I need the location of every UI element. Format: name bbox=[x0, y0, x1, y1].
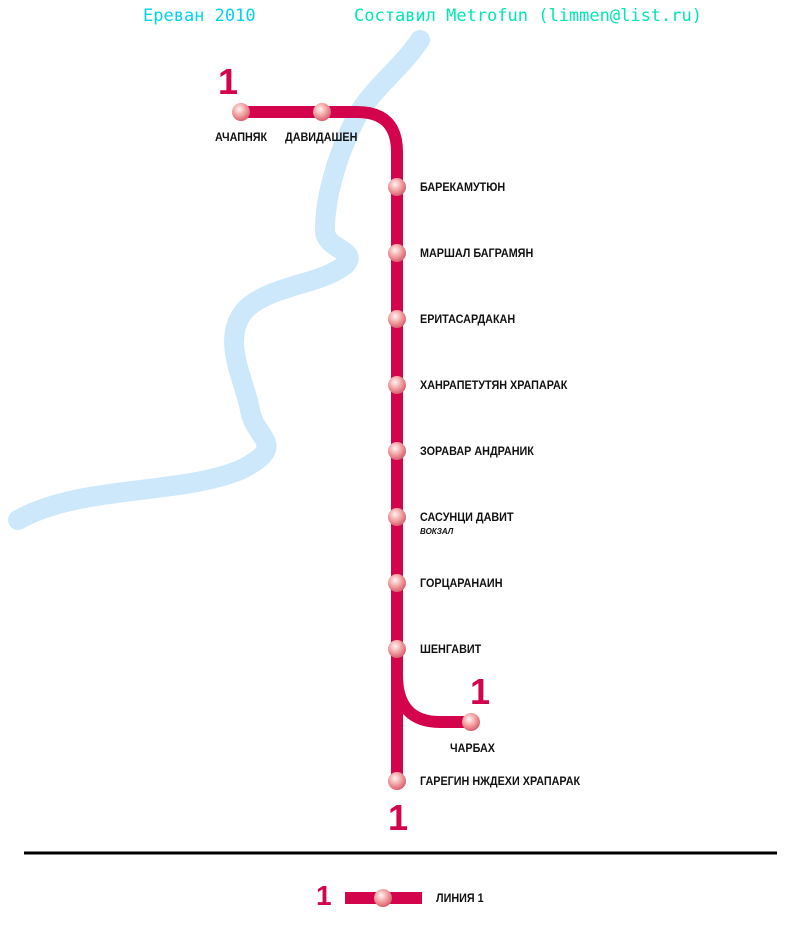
author-credit: Составил Metrofun (limmen@list.ru) bbox=[354, 6, 702, 26]
station-label[interactable]: ДАВИДАШЕН bbox=[285, 130, 358, 144]
station-label[interactable]: БАРЕКАМУТЮН bbox=[420, 180, 506, 194]
river bbox=[8, 30, 430, 530]
station-label[interactable]: ГОРЦАРАНАИН bbox=[420, 576, 503, 590]
station-label[interactable]: МАРШАЛ БАГРАМЯН bbox=[420, 246, 534, 260]
station-marker[interactable] bbox=[388, 640, 406, 658]
station-label[interactable]: ЧАРБАХ bbox=[450, 741, 495, 755]
legend-label: ЛИНИЯ 1 bbox=[436, 891, 484, 905]
station-marker[interactable] bbox=[462, 713, 480, 731]
station-marker[interactable] bbox=[388, 442, 406, 460]
station-label[interactable]: САСУНЦИ ДАВИТ bbox=[420, 510, 514, 524]
station-label[interactable]: АЧАПНЯК bbox=[215, 130, 268, 144]
station-marker[interactable] bbox=[232, 103, 250, 121]
station-marker[interactable] bbox=[388, 178, 406, 196]
station-label[interactable]: ШЕНГАВИТ bbox=[420, 642, 482, 656]
station-marker[interactable] bbox=[388, 772, 406, 790]
station-label[interactable]: ЕРИТАСАРДАКАН bbox=[420, 312, 516, 326]
legend-station-marker bbox=[374, 889, 392, 907]
line-number-terminal: 1 bbox=[388, 797, 409, 838]
legend-line-number: 1 bbox=[316, 880, 332, 911]
station-marker[interactable] bbox=[313, 103, 331, 121]
station-label[interactable]: ЗОРАВАР АНДРАНИК bbox=[420, 444, 534, 458]
station-label[interactable]: ХАНРАПЕТУТЯН ХРАПАРАК bbox=[420, 378, 568, 392]
station-marker[interactable] bbox=[388, 310, 406, 328]
station-marker[interactable] bbox=[388, 244, 406, 262]
station-marker[interactable] bbox=[388, 508, 406, 526]
line-number-terminal: 1 bbox=[470, 671, 491, 712]
station-sublabel: ВОКЗАЛ bbox=[420, 527, 454, 536]
line-1 bbox=[241, 106, 471, 782]
line-number-terminal: 1 bbox=[218, 61, 239, 102]
station-label[interactable]: ГАРЕГИН НЖДЕХИ ХРАПАРАК bbox=[420, 774, 581, 788]
station-marker[interactable] bbox=[388, 574, 406, 592]
station-marker[interactable] bbox=[388, 376, 406, 394]
map-title: Ереван 2010 bbox=[143, 6, 256, 26]
